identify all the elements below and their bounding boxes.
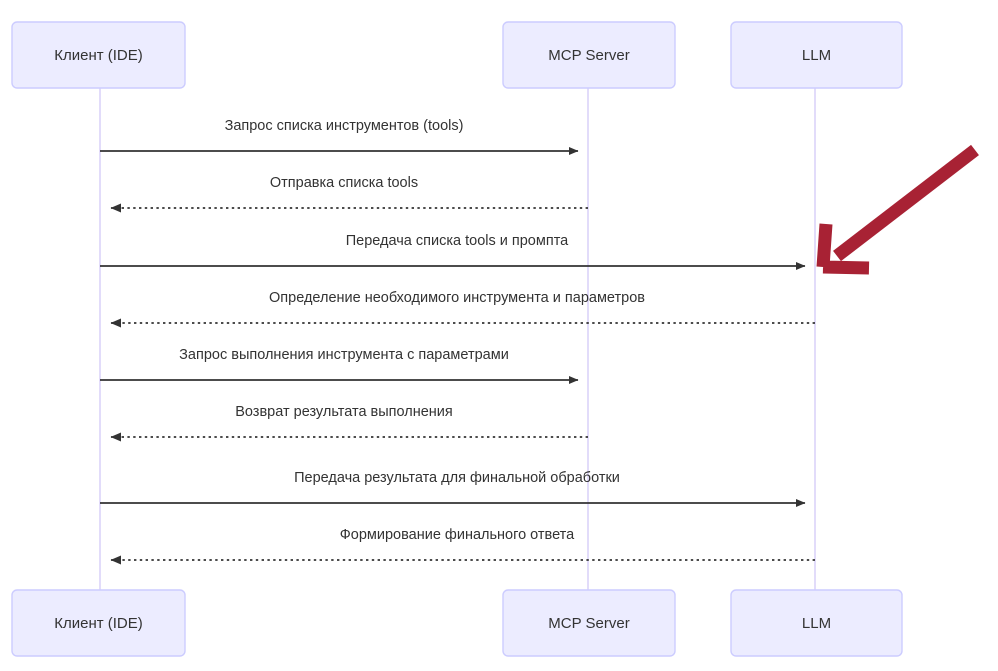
- messages: Запрос списка инструментов (tools) Отпра…: [100, 118, 815, 565]
- red-arrow-head: [816, 223, 870, 275]
- participant-box-client-bottom[interactable]: [11, 589, 186, 657]
- message-1[interactable]: Запрос списка инструментов (tools): [100, 118, 579, 155]
- participant-box-mcp-top[interactable]: [502, 21, 676, 89]
- participant-box-client-top[interactable]: [11, 21, 186, 89]
- message-4[interactable]: Определение необходимого инструмента и п…: [110, 290, 815, 328]
- participant-box-llm-top[interactable]: [730, 21, 903, 89]
- message-4-label: Определение необходимого инструмента и п…: [269, 290, 645, 306]
- message-6[interactable]: Возврат результата выполнения: [110, 404, 588, 442]
- participant-box-llm-bottom[interactable]: [730, 589, 903, 657]
- participant-label-client-bottom: Клиент (IDE): [54, 615, 143, 632]
- message-5-label: Запрос выполнения инструмента с параметр…: [179, 347, 509, 363]
- participant-label-mcp-bottom: MCP Server: [548, 615, 629, 632]
- message-6-label: Возврат результата выполнения: [235, 404, 453, 420]
- participants-top: Клиент (IDE) MCP Server LLM: [11, 21, 903, 89]
- message-8[interactable]: Формирование финального ответа: [110, 527, 815, 565]
- message-1-label: Запрос списка инструментов (tools): [225, 118, 464, 134]
- message-2-label: Отправка списка tools: [270, 175, 418, 191]
- lifelines: [99, 88, 816, 590]
- participant-label-client-top: Клиент (IDE): [54, 47, 143, 64]
- participant-label-mcp-top: MCP Server: [548, 47, 629, 64]
- message-3[interactable]: Передача списка tools и промпта: [100, 233, 806, 270]
- participant-label-llm-bottom: LLM: [802, 615, 831, 632]
- participant-label-llm-top: LLM: [802, 47, 831, 64]
- red-pointer-arrow-icon: [816, 144, 979, 275]
- message-7-label: Передача результата для финальной обрабо…: [294, 470, 620, 486]
- message-5[interactable]: Запрос выполнения инструмента с параметр…: [100, 347, 579, 384]
- message-2[interactable]: Отправка списка tools: [110, 175, 588, 213]
- participant-box-mcp-bottom[interactable]: [502, 589, 676, 657]
- message-8-label: Формирование финального ответа: [340, 527, 575, 543]
- red-arrow-shaft: [833, 144, 979, 262]
- message-7[interactable]: Передача результата для финальной обрабо…: [100, 470, 806, 507]
- participants-bottom: Клиент (IDE) MCP Server LLM: [11, 589, 903, 657]
- message-3-label: Передача списка tools и промпта: [346, 233, 569, 249]
